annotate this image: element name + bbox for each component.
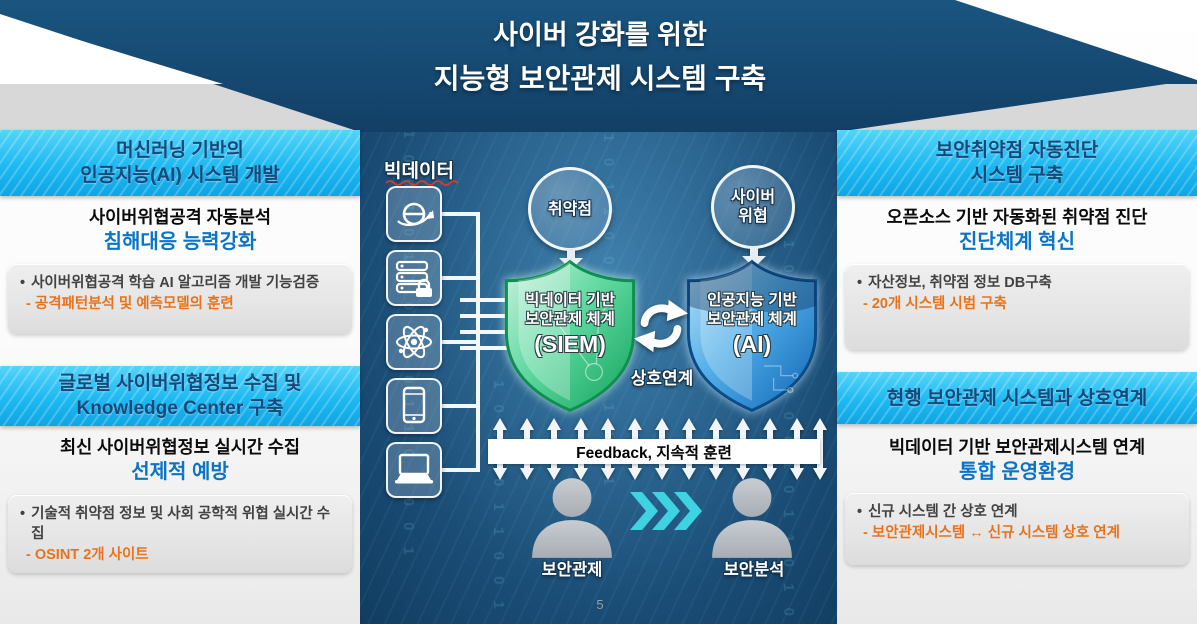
subtitle-highlight: 침해대응 능력강화: [103, 231, 257, 253]
server-lock-icon: [395, 260, 432, 297]
subtitle-integrated-environment: 빅데이터 기반 보안관제시스템 연계 통합 운영환경: [837, 435, 1197, 486]
spellcheck-squiggle: [385, 180, 459, 186]
operator-label: 보안관제: [541, 561, 603, 579]
header-knowledge-center: 글로벌 사이버위협정보 수집 및 Knowledge Center 구축: [0, 366, 360, 426]
siem-shield-label: 빅데이터 기반 보안관제 체계 (SIEM): [496, 291, 644, 359]
siem-shield: 빅데이터 기반 보안관제 체계 (SIEM): [496, 258, 644, 414]
source-box-server: [386, 250, 442, 306]
page-title: 사이버 강화를 위한 지능형 보안관제 시스템 구축: [300, 14, 900, 102]
shield-line: 보안관제 체계: [525, 311, 615, 328]
page-number: 5: [596, 597, 604, 612]
detail-box-osint: • 기술적 취약점 정보 및 사회 공학적 위협 실시간 수집 - OSINT …: [8, 495, 352, 573]
header-line: 현행 보안관제 시스템과 상호연계: [886, 387, 1148, 409]
subtitle-highlight: 통합 운영환경: [959, 461, 1075, 483]
ai-shield-label: 인공지능 기반 보안관제 체계 (AI): [678, 291, 826, 359]
title-line-1: 사이버 강화를 위한: [493, 20, 707, 50]
feedback-banner: Feedback, 지속적 훈련: [488, 439, 820, 464]
subtitle-realtime-collection: 최신 사이버위협정보 실시간 수집 선제적 예방: [0, 435, 360, 486]
bubble-label: 위협: [738, 208, 768, 225]
header-line: Knowledge Center 구축: [76, 398, 284, 419]
source-box-network: [386, 314, 442, 370]
smartphone-icon: [402, 386, 426, 424]
header-line: 보안취약점 자동진단: [935, 140, 1099, 161]
header-system-interlink: 현행 보안관제 시스템과 상호연계: [837, 372, 1197, 424]
shield-line: 빅데이터 기반: [525, 292, 615, 309]
bigdata-label: 빅데이터: [384, 161, 454, 182]
bullet-dot: •: [857, 275, 863, 291]
source-box-laptop: [386, 442, 442, 498]
shield-line: (AI): [732, 331, 772, 357]
detail-text: - 20개 시스템 시범 구축: [863, 296, 1007, 312]
header-machine-learning-ai: 머신러닝 기반의 인공지능(AI) 시스템 개발: [0, 130, 360, 196]
interlink-label: 상호연계: [630, 369, 694, 388]
bullet-dot: •: [20, 506, 26, 522]
shield-blue-icon: [686, 259, 818, 413]
laptop-icon: [395, 453, 433, 484]
subtitle-opensource-diagnosis: 오픈소스 기반 자동화된 취약점 진단 진단체계 혁신: [837, 205, 1197, 256]
shield-line: 보안관제 체계: [707, 311, 797, 328]
detail-text: - 공격패턴분석 및 예측모델의 훈련: [26, 296, 234, 312]
bullet-text: 자산정보, 취약점 정보 DB구축: [868, 275, 1052, 291]
title-line-2: 지능형 보안관제 시스템 구축: [433, 63, 767, 94]
detail-text: - 보안관제시스템 ↔ 신규 시스템 상호 연계: [863, 525, 1120, 541]
subtitle-line: 빅데이터 기반 보안관제시스템 연계: [888, 437, 1146, 457]
bullet-text: 사이버위협공격 학습 AI 알고리즘 개발 기능검증: [31, 275, 320, 291]
atom-icon: [396, 325, 432, 359]
detail-box-new-system-link: • 신규 시스템 간 상호 연계 - 보안관제시스템 ↔ 신규 시스템 상호 연…: [845, 493, 1189, 565]
source-box-mobile: [386, 378, 442, 434]
vulnerability-bubble: 취약점: [528, 167, 612, 251]
sync-arrows-icon: [633, 299, 689, 353]
bubble-label: 사이버: [730, 189, 776, 206]
analyst-person-icon: [712, 478, 792, 558]
header-auto-diagnosis: 보안취약점 자동진단 시스템 구축: [837, 130, 1197, 196]
shield-green-icon: [504, 259, 636, 413]
subtitle-highlight: 선제적 예방: [131, 461, 229, 483]
header-line: 시스템 구축: [970, 165, 1064, 186]
bullet-text: 신규 시스템 간 상호 연계: [868, 504, 1018, 520]
bullet-dot: •: [857, 504, 863, 520]
feedback-label: Feedback, 지속적 훈련: [576, 444, 732, 462]
source-box-web: [386, 186, 442, 242]
header-line: 머신러닝 기반의: [116, 140, 244, 161]
cyber-threat-bubble: 사이버 위협: [711, 165, 795, 249]
shield-line: 인공지능 기반: [707, 292, 797, 309]
analyst-label: 보안분석: [723, 561, 785, 579]
operator-person-icon: [532, 478, 612, 558]
detail-box-ai-algorithm: • 사이버위협공격 학습 AI 알고리즘 개발 기능검증 - 공격패턴분석 및 …: [8, 264, 352, 334]
header-line: 인공지능(AI) 시스템 개발: [80, 165, 280, 186]
down-arrow-icon: [559, 250, 583, 270]
flow-chevrons-icon: [630, 492, 702, 530]
subtitle-line: 최신 사이버위협정보 실시간 수집: [60, 437, 300, 457]
detail-box-asset-db: • 자산정보, 취약점 정보 DB구축 - 20개 시스템 시범 구축: [845, 264, 1189, 350]
source-connector-lines: [442, 212, 510, 472]
header-line: 글로벌 사이버위협정보 수집 및: [58, 373, 302, 394]
bullet-dot: •: [20, 275, 26, 291]
subtitle-line: 오픈소스 기반 자동화된 취약점 진단: [886, 207, 1148, 227]
browser-icon: [397, 202, 434, 227]
subtitle-highlight: 진단체계 혁신: [959, 231, 1075, 253]
ai-shield: 인공지능 기반 보안관제 체계 (AI): [678, 258, 826, 414]
detail-text: - OSINT 2개 사이트: [26, 547, 149, 563]
bullet-text: 기술적 취약점 정보 및 사회 공학적 위협 실시간 수집: [31, 506, 331, 542]
shield-line: (SIEM): [534, 331, 606, 357]
subtitle-line: 사이버위협공격 자동분석: [89, 207, 271, 227]
down-arrow-icon: [742, 248, 766, 268]
subtitle-cyber-attack-analysis: 사이버위협공격 자동분석 침해대응 능력강화: [0, 205, 360, 256]
bubble-label: 취약점: [547, 200, 593, 218]
